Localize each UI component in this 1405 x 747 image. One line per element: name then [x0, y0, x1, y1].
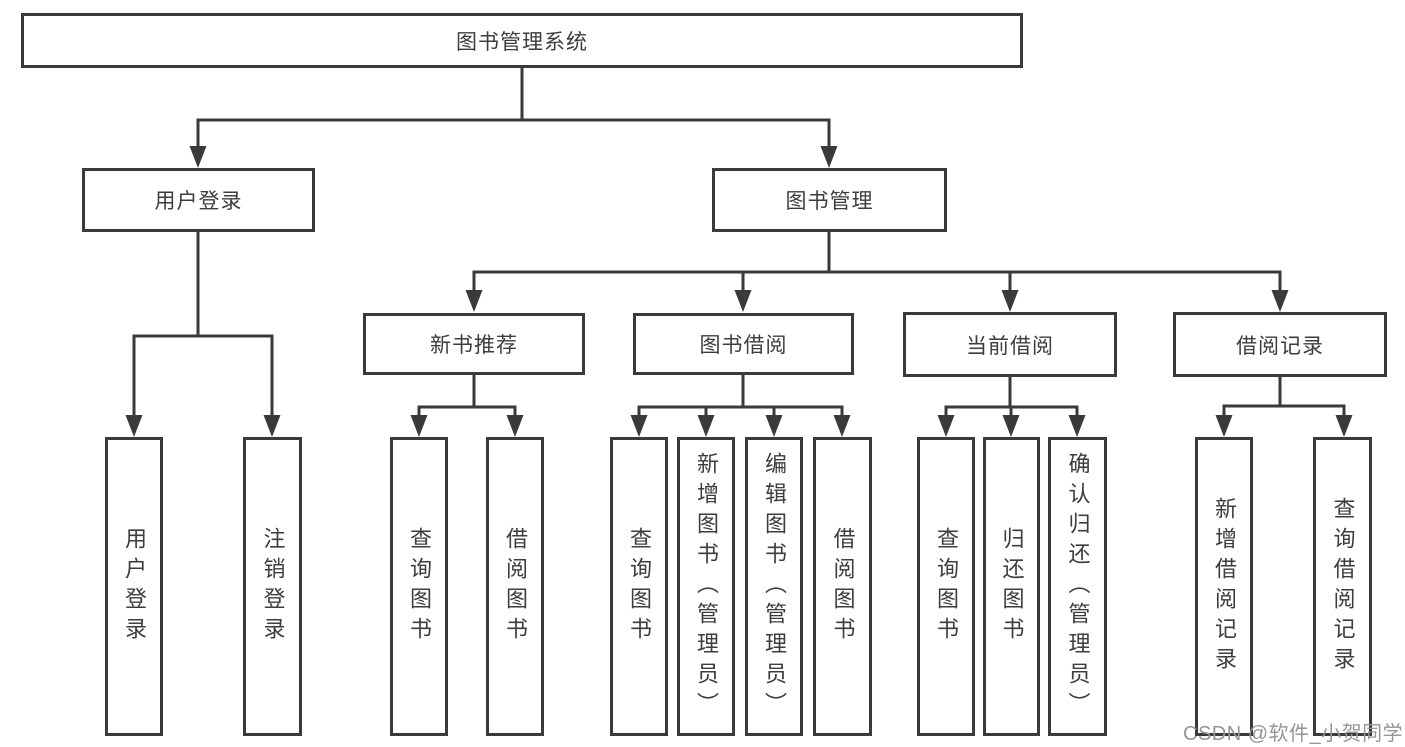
diagram-node-root-system: 图书管理系统 — [21, 13, 1023, 68]
arrowhead-icon — [820, 146, 838, 168]
arrowhead-icon — [465, 290, 483, 312]
diagram-node-logout-leaf: 注销登录 — [243, 437, 302, 736]
diagram-node-query-book-current: 查询图书 — [917, 437, 975, 736]
diagram-node-book-borrowing: 图书借阅 — [633, 313, 854, 375]
arrowhead-icon — [734, 290, 752, 312]
arrowhead-icon — [697, 415, 715, 437]
diagram-node-query-book-borrowing: 查询图书 — [610, 437, 668, 736]
arrowhead-icon — [1001, 290, 1019, 312]
diagram-node-current-borrowing: 当前借阅 — [903, 312, 1117, 377]
diagram-node-query-book-recommend: 查询图书 — [390, 437, 448, 736]
diagram-node-confirm-return-admin: 确认归还（管理员） — [1048, 437, 1107, 736]
diagram-node-query-borrow-record: 查询借阅记录 — [1313, 437, 1372, 736]
diagram-node-user-login-leaf: 用户登录 — [105, 437, 163, 736]
arrowhead-icon — [125, 415, 143, 437]
diagram-node-new-book-recommend: 新书推荐 — [363, 313, 585, 375]
arrowhead-icon — [1335, 415, 1353, 437]
diagram-node-borrowing-records: 借阅记录 — [1173, 312, 1387, 377]
arrowhead-icon — [1068, 415, 1086, 437]
diagram-node-return-book: 归还图书 — [983, 437, 1040, 736]
diagram-node-borrow-book-borrowing: 借阅图书 — [813, 437, 872, 736]
diagram-node-add-borrow-record: 新增借阅记录 — [1195, 437, 1253, 736]
diagram-node-edit-book-admin: 编辑图书（管理员） — [745, 437, 803, 736]
arrowhead-icon — [263, 415, 281, 437]
arrowhead-icon — [189, 146, 207, 168]
diagram-node-borrow-book-recommend: 借阅图书 — [486, 437, 544, 736]
arrowhead-icon — [1215, 415, 1233, 437]
arrowhead-icon — [1002, 415, 1020, 437]
diagram-node-user-login-module: 用户登录 — [82, 168, 315, 232]
arrowhead-icon — [630, 415, 648, 437]
arrowhead-icon — [1271, 290, 1289, 312]
arrowhead-icon — [765, 415, 783, 437]
arrowhead-icon — [833, 415, 851, 437]
arrowhead-icon — [937, 415, 955, 437]
arrowhead-icon — [506, 415, 524, 437]
arrowhead-icon — [410, 415, 428, 437]
diagram-node-book-management-module: 图书管理 — [712, 168, 947, 232]
diagram-node-add-book-admin: 新增图书（管理员） — [677, 437, 735, 736]
